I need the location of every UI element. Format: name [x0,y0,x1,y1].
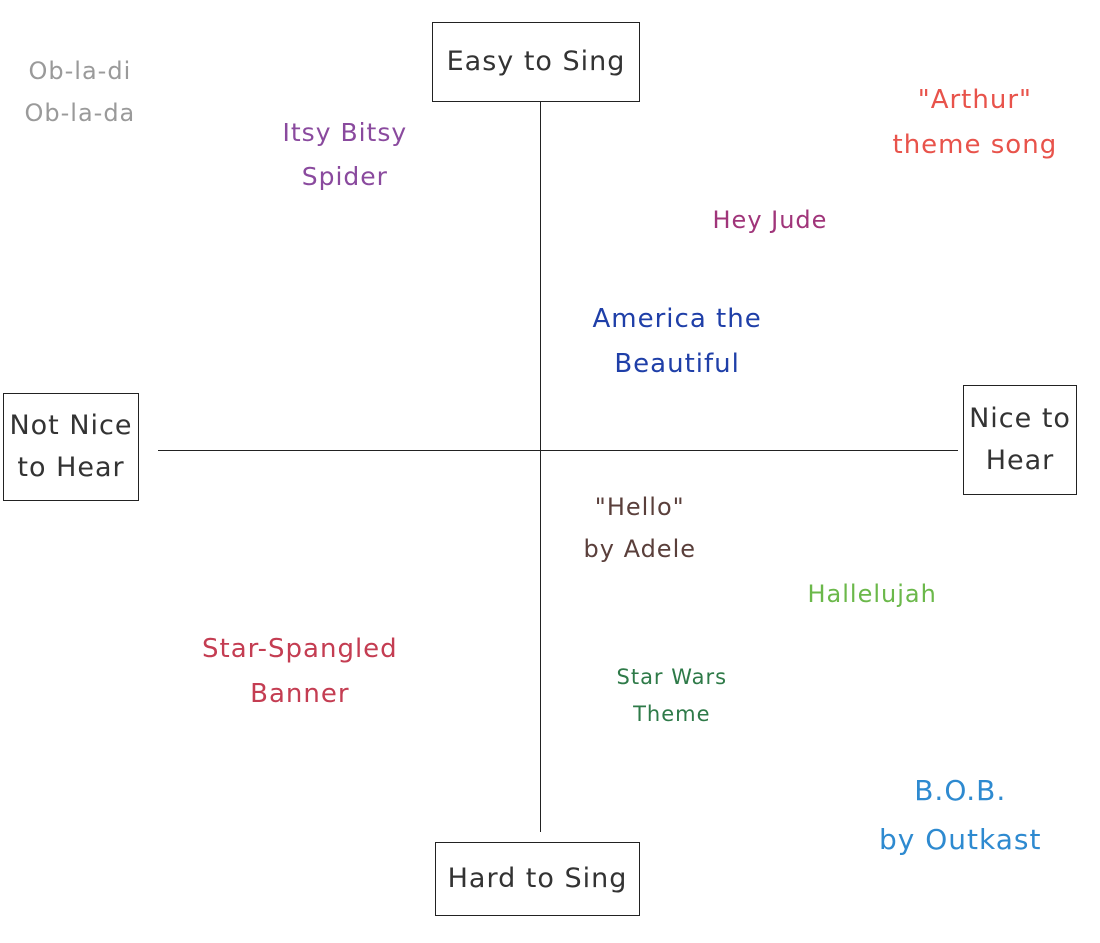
song-label-line: Spider [301,161,388,191]
song-label-line: theme song [892,130,1058,160]
song-label-line: "Arthur" [917,84,1032,115]
song-label: B.O.B. by Outkast [879,766,1041,864]
axis-label-top: Easy to Sing [432,22,640,102]
song-label: Hey Jude [713,199,828,241]
song-label-line: B.O.B. [914,774,1007,807]
vertical-axis [540,102,541,832]
horizontal-axis [158,450,958,451]
song-label-line: America the [592,303,762,334]
song-label: "Arthur" theme song [893,78,1058,169]
axis-label-bottom: Hard to Sing [435,842,640,916]
axis-label-right: Nice to Hear [963,385,1077,495]
axis-label-right-line2: Hear [985,445,1055,476]
song-label-line: Hey Jude [712,206,828,234]
song-label-line: Star-Spangled [202,633,398,664]
axis-label-left-line1: Not Nice [9,410,133,442]
song-label-line: Star Wars [616,665,728,689]
axis-label-top-text: Easy to Sing [446,46,626,78]
song-label-line: Ob-la-da [24,99,136,127]
song-label: Hallelujah [808,573,937,615]
song-label-line: "Hello" [594,493,685,521]
axis-label-right-line1: Nice to [969,403,1071,435]
song-label-line: Beautiful [614,349,740,379]
song-label-line: by Adele [583,535,696,563]
song-label: "Hello" by Adele [584,486,697,570]
song-label-line: by Outkast [879,823,1042,856]
axis-label-left: Not Nice to Hear [3,393,139,501]
song-label-line: Theme [633,701,711,726]
song-label-line: Banner [250,679,350,709]
axis-label-bottom-text: Hard to Sing [447,863,628,895]
axis-label-left-line2: to Hear [17,452,125,483]
song-label-line: Ob-la-di [28,57,132,85]
song-label-line: Itsy Bitsy [282,118,408,147]
song-label-line: Hallelujah [807,580,937,608]
